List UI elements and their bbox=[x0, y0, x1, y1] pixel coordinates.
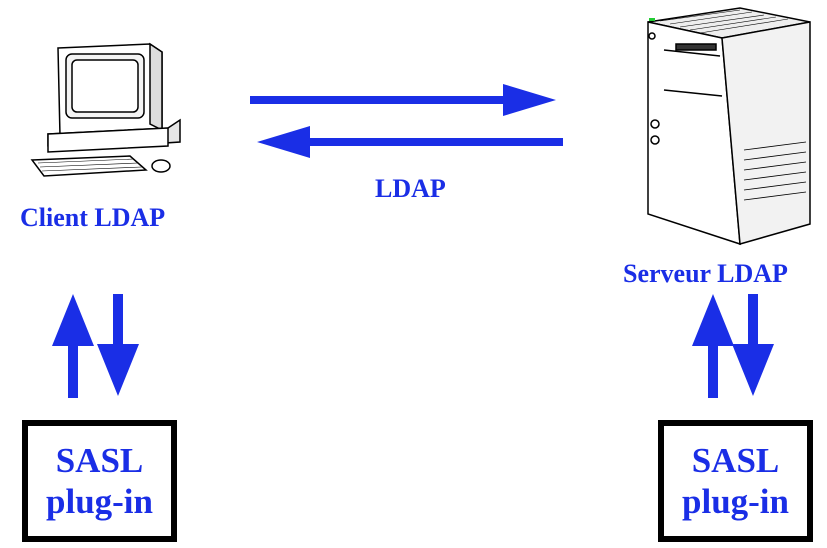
server-sasl-plugin-box: SASL plug-in bbox=[658, 420, 813, 542]
arrow-request-right bbox=[250, 84, 556, 116]
client-plugin-line1: SASL bbox=[55, 441, 144, 480]
arrow-response-left bbox=[257, 126, 563, 158]
arrow-client-up bbox=[52, 294, 94, 398]
server-label: Serveur LDAP bbox=[623, 259, 788, 288]
arrow-client-down bbox=[97, 294, 139, 396]
server-plugin-line2: plug-in bbox=[682, 482, 789, 521]
client-sasl-plugin-box: SASL plug-in bbox=[22, 420, 177, 542]
client-plugin-line2: plug-in bbox=[46, 482, 153, 521]
client-label: Client LDAP bbox=[20, 203, 166, 232]
arrow-server-down bbox=[732, 294, 774, 396]
protocol-label: LDAP bbox=[375, 174, 446, 203]
server-tower-icon bbox=[647, 7, 811, 246]
client-computer-icon bbox=[30, 42, 181, 177]
server-plugin-line1: SASL bbox=[691, 441, 780, 480]
arrow-server-up bbox=[692, 294, 734, 398]
